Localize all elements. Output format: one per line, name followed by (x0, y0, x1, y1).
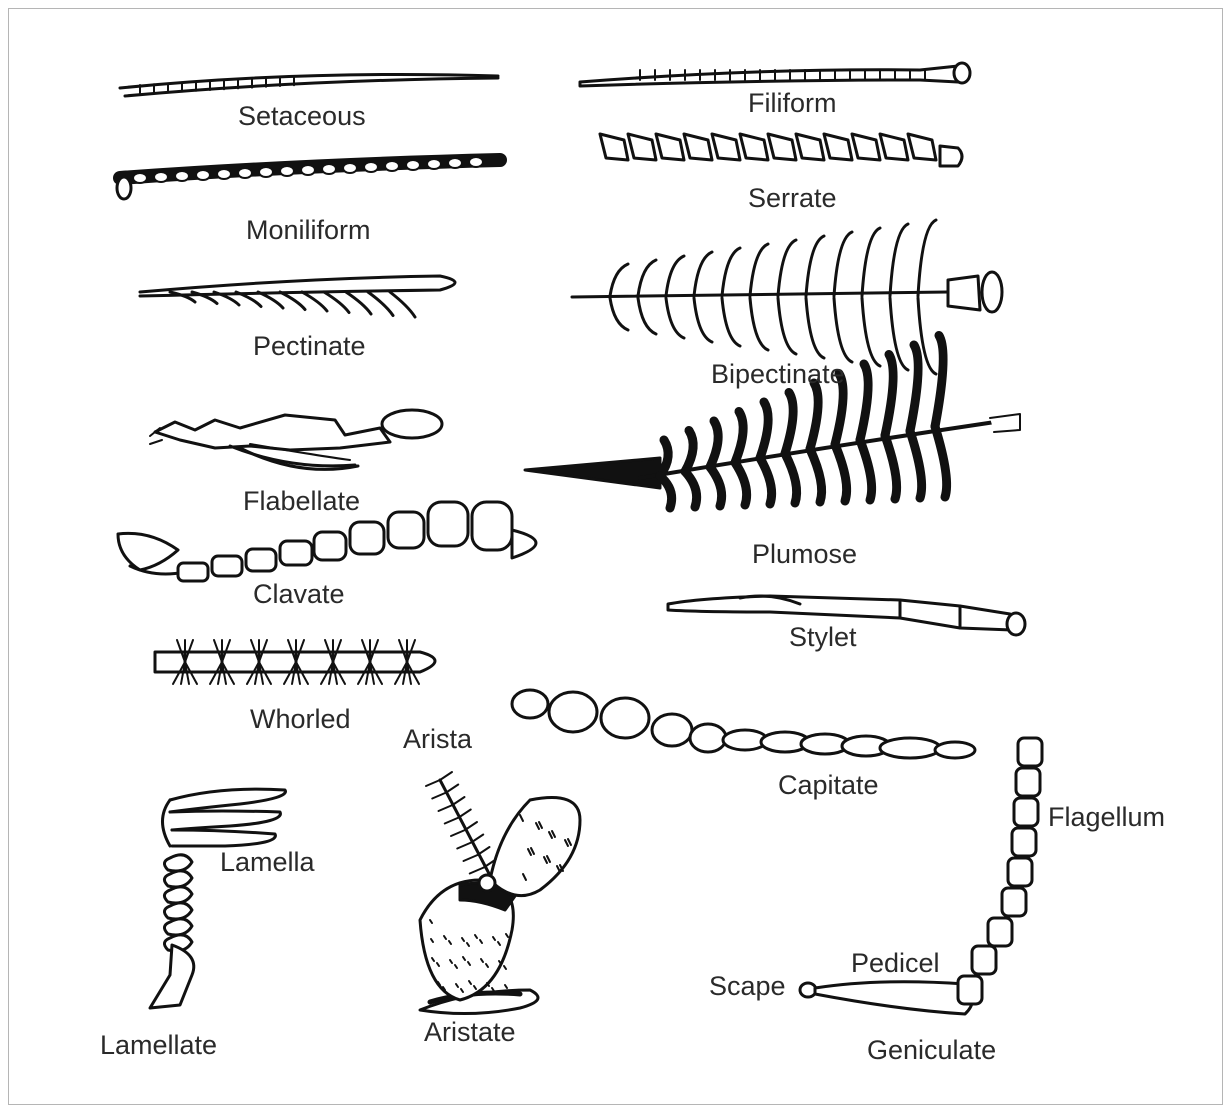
serrate-antenna (600, 134, 962, 166)
moniliform-antenna (117, 157, 500, 199)
flabellate-antenna (150, 410, 442, 469)
label-whorled: Whorled (250, 706, 351, 733)
label-moniliform: Moniliform (246, 217, 371, 244)
label-serrate: Serrate (748, 185, 837, 212)
bipectinate-antenna (572, 220, 1002, 374)
label-clavate: Clavate (253, 581, 345, 608)
label-setaceous: Setaceous (238, 103, 366, 130)
filiform-antenna (580, 63, 970, 86)
label-capitate: Capitate (778, 772, 879, 799)
label-flabellate: Flabellate (243, 488, 360, 515)
label-geniculate: Geniculate (867, 1037, 996, 1064)
label-stylet: Stylet (789, 624, 857, 651)
label-aristate: Aristate (424, 1019, 516, 1046)
setaceous-antenna (120, 75, 498, 97)
label-filiform: Filiform (748, 90, 837, 117)
label-bipectinate: Bipectinate (711, 361, 845, 388)
label-lamellate: Lamellate (100, 1032, 217, 1059)
label-arista: Arista (403, 726, 472, 753)
label-flagellum: Flagellum (1048, 804, 1165, 831)
lamellate-antenna (150, 789, 285, 1008)
pectinate-antenna (140, 276, 455, 317)
label-lamella: Lamella (220, 849, 315, 876)
capitate-antenna (512, 690, 975, 758)
label-pedicel: Pedicel (851, 950, 940, 977)
aristate-antenna (420, 772, 580, 1014)
label-pectinate: Pectinate (253, 333, 366, 360)
label-plumose: Plumose (752, 541, 857, 568)
label-scape: Scape (709, 973, 786, 1000)
whorled-antenna (155, 640, 435, 684)
